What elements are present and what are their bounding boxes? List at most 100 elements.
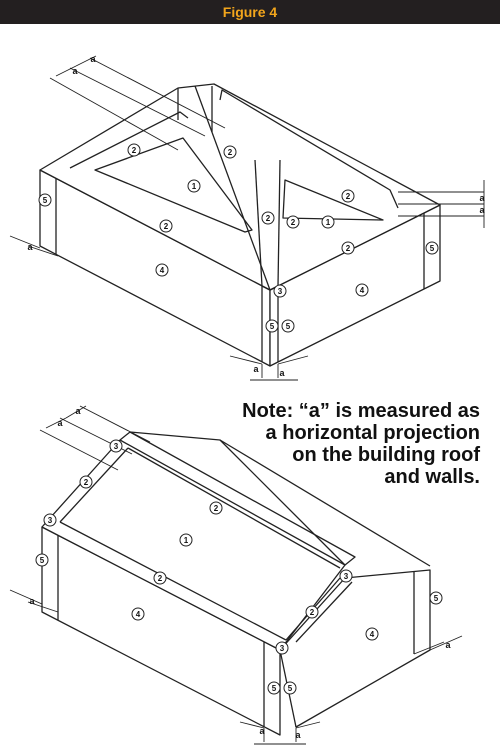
zone-number: 3 <box>278 287 283 296</box>
zone-marker-circle <box>38 193 52 207</box>
zone-number: 3 <box>280 644 285 653</box>
zone-marker-circle <box>153 571 167 585</box>
zone-number: 2 <box>164 222 169 231</box>
zone-marker: 4 <box>365 627 379 641</box>
zone-number: 4 <box>136 610 141 619</box>
zone-marker: 5 <box>283 681 297 695</box>
zone-marker: 2 <box>209 501 223 515</box>
dim-label-a: a <box>29 596 35 606</box>
zone-marker-circle <box>267 681 281 695</box>
dim-label-a: a <box>259 726 265 736</box>
zone-marker-circle <box>355 283 369 297</box>
zone-number: 5 <box>430 244 435 253</box>
zone-marker-circle <box>341 189 355 203</box>
note-line-1: Note: “a” is measured as <box>242 400 480 422</box>
zone-number: 4 <box>370 630 375 639</box>
zone-number: 5 <box>288 684 293 693</box>
zone-number: 2 <box>84 478 89 487</box>
zone-marker-circle <box>209 501 223 515</box>
dim-label-a: a <box>75 406 81 416</box>
zone-number: 3 <box>114 442 119 451</box>
dim-label-a: a <box>479 193 485 203</box>
zone-marker-circle <box>365 627 379 641</box>
zone-marker: 5 <box>38 193 52 207</box>
zone-marker-circle <box>187 179 201 193</box>
zone-number: 5 <box>40 556 45 565</box>
zone-marker-circle <box>131 607 145 621</box>
zone-number: 5 <box>272 684 277 693</box>
zone-number: 2 <box>132 146 137 155</box>
zone-marker: 2 <box>153 571 167 585</box>
zone-number: 4 <box>160 266 165 275</box>
zone-marker: 5 <box>267 681 281 695</box>
zone-marker-circle <box>305 605 319 619</box>
roof-zone-diagram: a a a a a a a a a a a a a 22122212255443… <box>9 54 485 745</box>
zone-marker: 2 <box>341 189 355 203</box>
zone-marker-circle <box>35 553 49 567</box>
dimension-labels: a a a a a a a a a a a a a <box>27 54 485 740</box>
zone-marker: 3 <box>109 439 123 453</box>
zone-marker: 3 <box>43 513 57 527</box>
zone-marker: 4 <box>131 607 145 621</box>
zone-marker-circle <box>179 533 193 547</box>
zone-marker: 5 <box>425 241 439 255</box>
zone-marker-circle <box>429 591 443 605</box>
zone-number: 3 <box>344 572 349 581</box>
zone-number: 2 <box>266 214 271 223</box>
zone-number: 2 <box>346 244 351 253</box>
zone-number: 2 <box>291 218 296 227</box>
zone-marker-circle <box>265 319 279 333</box>
dim-label-a: a <box>57 418 63 428</box>
zone-marker: 2 <box>223 145 237 159</box>
zone-marker-circle <box>43 513 57 527</box>
zone-number: 1 <box>192 182 197 191</box>
zone-number: 3 <box>48 516 53 525</box>
zone-marker: 2 <box>305 605 319 619</box>
zone-marker-circle <box>425 241 439 255</box>
zone-marker: 2 <box>341 241 355 255</box>
zone-number: 5 <box>270 322 275 331</box>
zone-marker: 1 <box>187 179 201 193</box>
zone-marker: 1 <box>179 533 193 547</box>
zone-marker-circle <box>275 641 289 655</box>
top-dimensions <box>9 55 485 381</box>
zone-number: 4 <box>360 286 365 295</box>
dim-label-a: a <box>295 730 301 740</box>
dim-label-a: a <box>279 368 285 378</box>
zone-marker-circle <box>109 439 123 453</box>
dim-label-a: a <box>479 205 485 215</box>
zone-marker-circle <box>341 241 355 255</box>
zone-marker-circle <box>79 475 93 489</box>
figure-title: Figure 4 <box>222 4 278 20</box>
zone-marker-circle <box>339 569 353 583</box>
zone-marker-circle <box>281 319 295 333</box>
dim-label-a: a <box>253 364 259 374</box>
figure-header: Figure 4 <box>0 0 500 24</box>
zone-marker: 2 <box>261 211 275 225</box>
zone-number: 5 <box>434 594 439 603</box>
note-line-3: on the building roof <box>292 444 480 466</box>
zone-marker-circle <box>283 681 297 695</box>
zone-marker: 5 <box>281 319 295 333</box>
zone-marker: 3 <box>275 641 289 655</box>
zone-marker: 4 <box>355 283 369 297</box>
zone-number: 2 <box>214 504 219 513</box>
note-line-2: a horizontal projection <box>265 422 480 444</box>
zone-marker: 2 <box>159 219 173 233</box>
hip-roof-building <box>39 83 441 367</box>
zone-marker-circle <box>261 211 275 225</box>
zone-marker: 2 <box>79 475 93 489</box>
zone-number: 5 <box>286 322 291 331</box>
zone-marker: 5 <box>35 553 49 567</box>
zone-marker-circle <box>127 143 141 157</box>
zone-number: 1 <box>184 536 189 545</box>
dim-label-a: a <box>445 640 451 650</box>
zone-marker: 3 <box>273 284 287 298</box>
zone-marker-circle <box>286 215 300 229</box>
note-line-4: and walls. <box>384 466 480 488</box>
zone-marker: 1 <box>321 215 335 229</box>
zone-number: 5 <box>43 196 48 205</box>
dim-label-a: a <box>27 242 33 252</box>
zone-marker: 2 <box>127 143 141 157</box>
